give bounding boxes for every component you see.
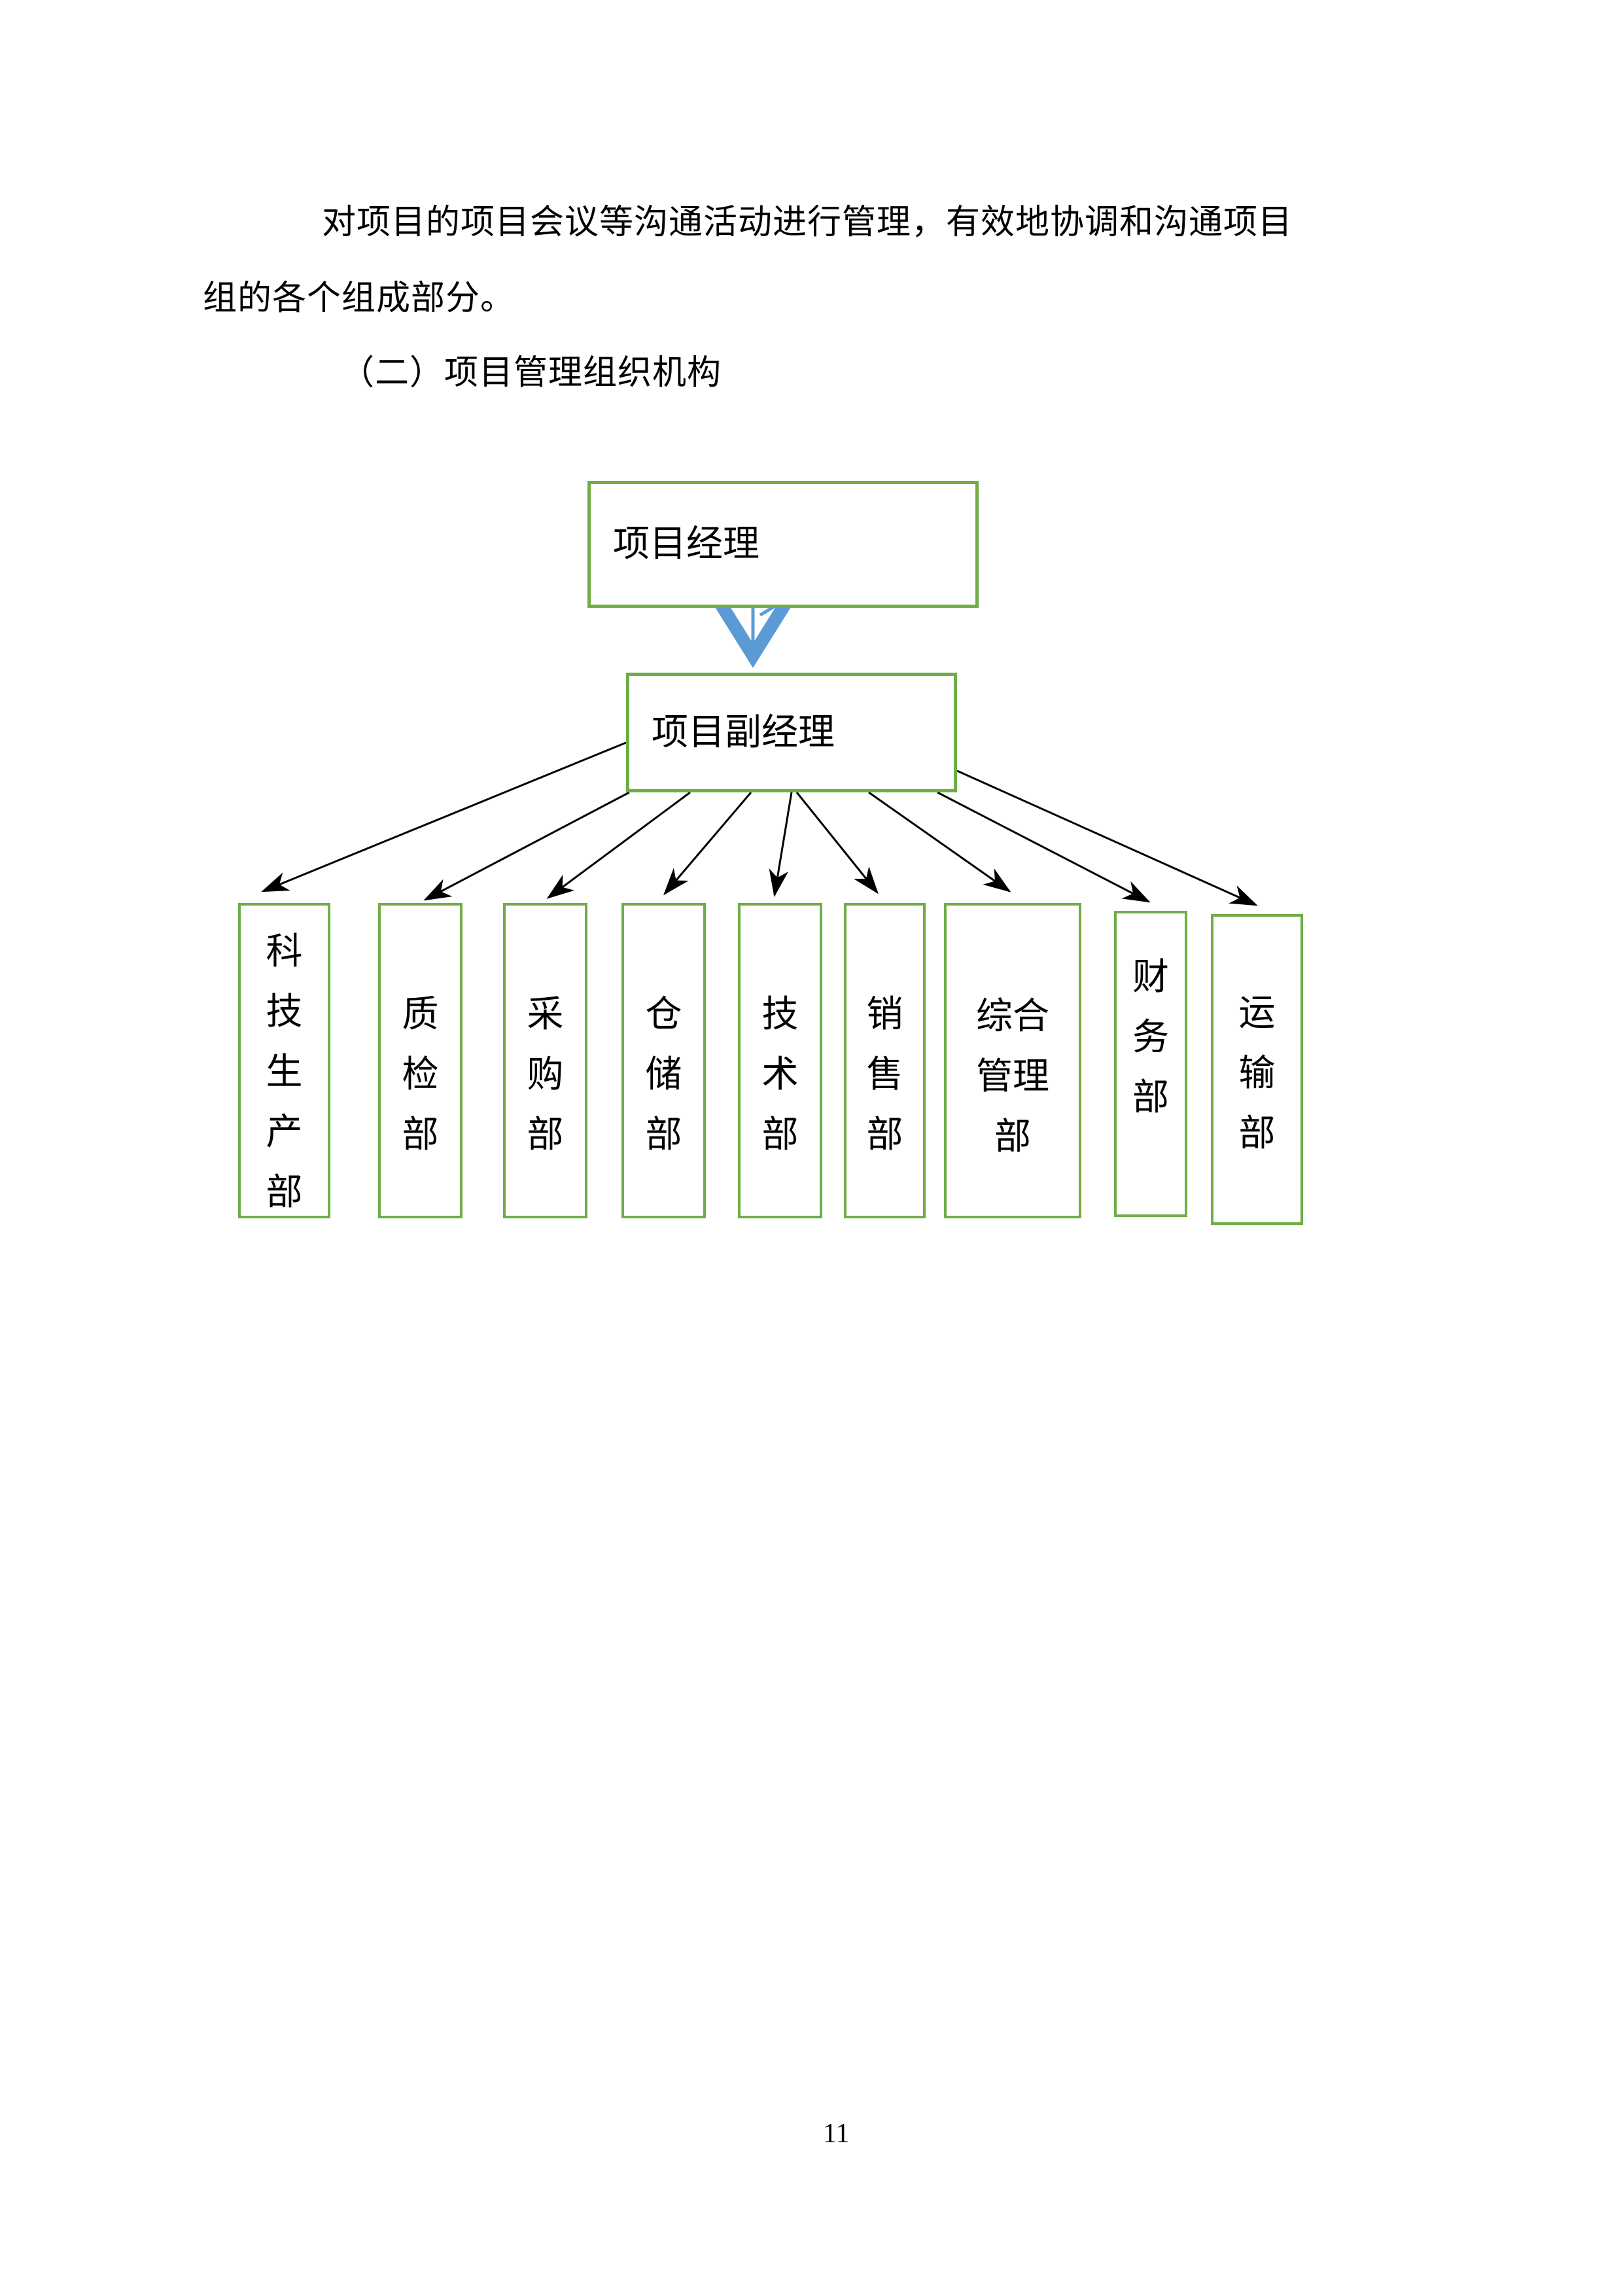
org-box-department: 财 务 部 <box>1114 911 1187 1217</box>
section-heading: （二）项目管理组织机构 <box>340 355 722 392</box>
org-box-department: 运 输 部 <box>1211 914 1303 1225</box>
org-box-department-label: 仓 储 部 <box>645 995 682 1156</box>
org-box-department: 技 术 部 <box>738 903 822 1218</box>
org-box-department: 综合 管理 部 <box>944 903 1081 1218</box>
paragraph-line-1: 对项目的项目会议等沟通活动进行管理，有效地协调和沟通项目 <box>322 204 1293 241</box>
org-box-department-label: 技 术 部 <box>761 995 799 1156</box>
org-box-department-label: 综合 管理 部 <box>976 997 1049 1157</box>
org-box-department-label: 采 购 部 <box>527 995 564 1156</box>
org-box-project-manager: 项目经理 <box>587 481 979 608</box>
org-box-department-label: 财 务 部 <box>1132 957 1169 1118</box>
org-box-department-label: 科 技 生 产 部 <box>266 932 303 1213</box>
paragraph-line-2: 组的各个组成部分。 <box>203 280 515 317</box>
org-box-department: 销 售 部 <box>844 903 926 1218</box>
org-box-department: 质 检 部 <box>378 903 462 1218</box>
org-box-deputy-manager: 项目副经理 <box>626 673 957 792</box>
org-box-department: 仓 储 部 <box>621 903 706 1218</box>
org-box-department-label: 销 售 部 <box>866 995 903 1156</box>
page-number: 11 <box>823 2119 850 2149</box>
org-box-department-label: 运 输 部 <box>1238 993 1276 1154</box>
org-box-project-manager-label: 项目经理 <box>613 524 759 565</box>
org-box-deputy-manager-label: 项目副经理 <box>652 712 835 753</box>
org-box-department-label: 质 检 部 <box>402 995 439 1156</box>
org-box-department: 科 技 生 产 部 <box>238 903 330 1218</box>
org-box-department: 采 购 部 <box>503 903 587 1218</box>
